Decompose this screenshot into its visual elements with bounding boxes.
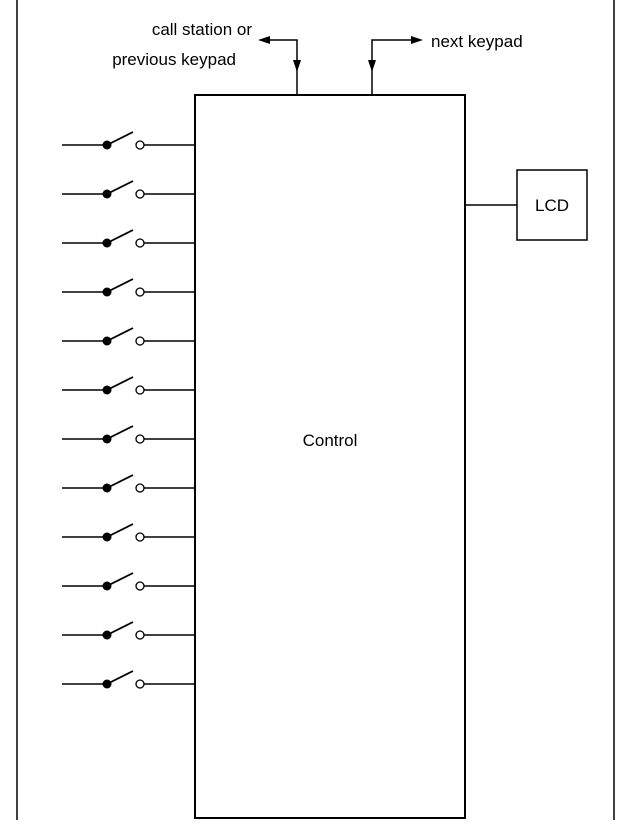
switch-7 [62, 425, 195, 444]
switch-4 [62, 278, 195, 297]
output-connection-line [371, 39, 412, 95]
switch-contact-circle [135, 336, 145, 346]
switch-11 [62, 621, 195, 640]
input-connection-line [268, 39, 298, 95]
switch-contact-circle [135, 189, 145, 199]
switch-6 [62, 376, 195, 395]
control-block [194, 94, 466, 819]
switch-blade [106, 229, 134, 244]
lcd-label: LCD [535, 196, 569, 215]
output-arrow-down-icon [368, 60, 376, 72]
output-arrow-right-icon [411, 36, 423, 44]
switch-blade [106, 670, 134, 685]
input-arrow-left-icon [258, 36, 270, 44]
switch-blade [106, 523, 134, 538]
switch-contact-circle [135, 434, 145, 444]
switch-2 [62, 180, 195, 199]
switch-blade [106, 327, 134, 342]
output-label: next keypad [431, 32, 523, 51]
switch-contact-circle [135, 581, 145, 591]
input-label-line1: call station or [152, 20, 252, 39]
switch-contact-circle [135, 385, 145, 395]
switch-contact-circle [135, 238, 145, 248]
input-label-line2: previous keypad [112, 50, 236, 69]
switch-3 [62, 229, 195, 248]
switch-5 [62, 327, 195, 346]
switch-blade [106, 180, 134, 195]
switch-contact-circle [135, 630, 145, 640]
switch-blade [106, 572, 134, 587]
switch-contact-circle [135, 287, 145, 297]
switch-12 [62, 670, 195, 689]
switch-contact-circle [135, 140, 145, 150]
input-arrow-down-icon [293, 60, 301, 72]
switch-contact-circle [135, 483, 145, 493]
switch-contact-circle [135, 679, 145, 689]
switch-8 [62, 474, 195, 493]
switch-contact-circle [135, 532, 145, 542]
switch-10 [62, 572, 195, 591]
switch-blade [106, 376, 134, 391]
switch-blade [106, 278, 134, 293]
switch-blade [106, 621, 134, 636]
control-label: Control [303, 431, 358, 450]
switch-9 [62, 523, 195, 542]
switch-1 [62, 131, 195, 150]
switch-group [62, 131, 195, 689]
lcd-block [516, 169, 588, 241]
switch-blade [106, 425, 134, 440]
switch-blade [106, 474, 134, 489]
switch-blade [106, 131, 134, 146]
